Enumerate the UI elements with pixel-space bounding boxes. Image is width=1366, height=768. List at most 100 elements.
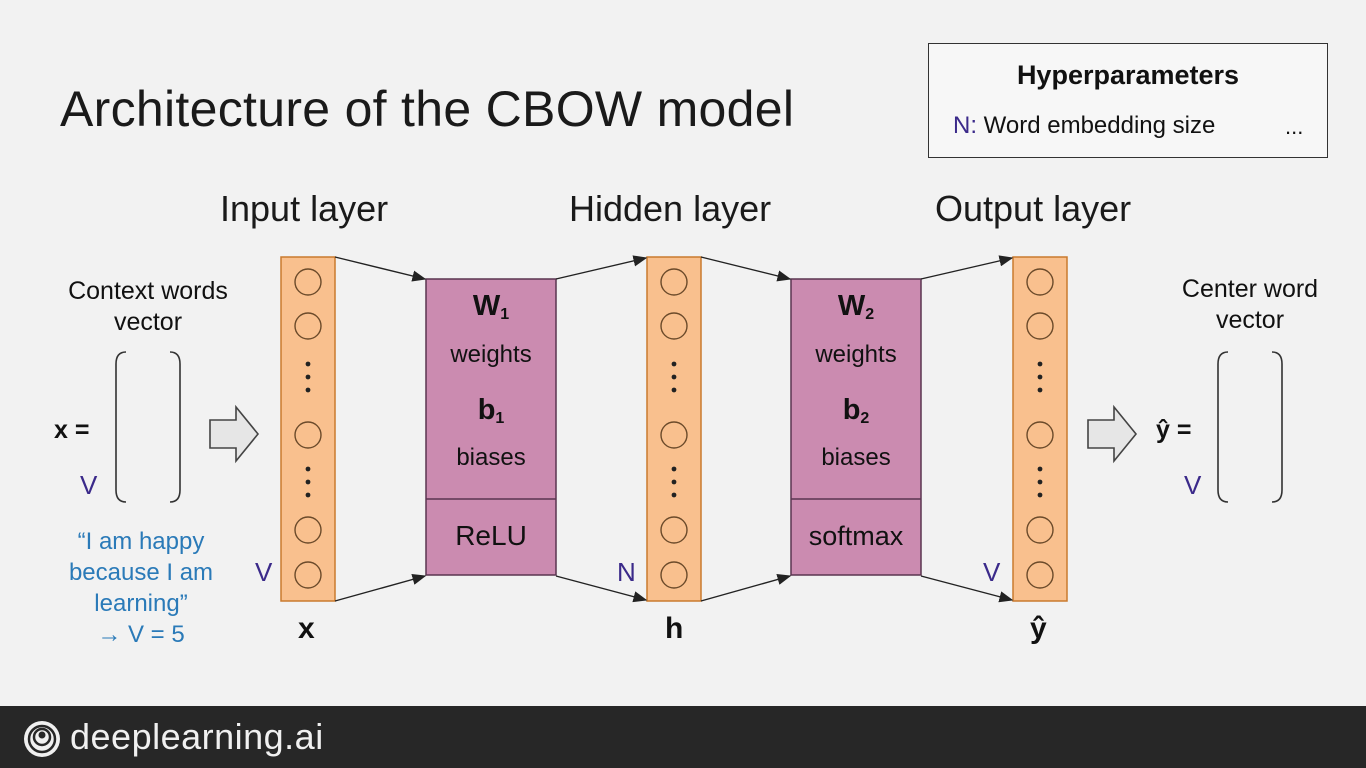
example-line-1: “I am happy bbox=[77, 528, 205, 555]
example-line-3: learning” bbox=[94, 590, 188, 617]
ellipsis-dot bbox=[671, 466, 677, 472]
input-vector-dimension: V bbox=[80, 470, 98, 500]
output-equation: ŷ = bbox=[1156, 416, 1192, 444]
output-layer-dimension: V bbox=[983, 557, 1001, 587]
slide-title: Architecture of the CBOW model bbox=[60, 81, 795, 137]
neuron-node bbox=[294, 421, 322, 449]
ellipsis-dot bbox=[671, 374, 677, 380]
ellipsis-dot bbox=[1037, 361, 1043, 367]
ellipsis-dot bbox=[671, 361, 677, 367]
context-words-label-line1: Context words bbox=[68, 277, 228, 305]
footer-bar: deeplearning.ai bbox=[0, 706, 1366, 768]
ellipsis-dot bbox=[1037, 466, 1043, 472]
hidden-layer-label: Hidden layer bbox=[569, 188, 772, 229]
biases-label-1: biases bbox=[456, 444, 526, 471]
neuron-node bbox=[1026, 561, 1054, 589]
arrow-block2-to-output-bottom bbox=[920, 575, 1014, 603]
bias-symbol-2: b bbox=[842, 394, 861, 426]
weights-block-2 bbox=[790, 278, 922, 576]
context-words-label-line2: vector bbox=[113, 308, 183, 336]
ellipsis-dot bbox=[305, 387, 311, 393]
ellipsis-dot bbox=[305, 361, 311, 367]
hyperparameters-title: Hyperparameters bbox=[1016, 60, 1240, 90]
deeplearning-logo-icon bbox=[24, 721, 60, 757]
hidden-vector-name: h bbox=[665, 612, 684, 645]
activation-softmax: softmax bbox=[808, 521, 904, 551]
neuron-node bbox=[1026, 421, 1054, 449]
bias-subscript-1: 1 bbox=[495, 410, 505, 428]
hyperparameter-ellipsis: ... bbox=[1285, 114, 1304, 139]
bias-symbol-1: b bbox=[477, 394, 496, 426]
ellipsis-dot bbox=[1037, 387, 1043, 393]
hyperparameter-description: Word embedding size bbox=[983, 112, 1216, 139]
weights-label-1: weights bbox=[450, 341, 532, 368]
input-layer-column bbox=[280, 256, 336, 602]
neuron-node bbox=[660, 312, 688, 340]
arrow-hidden-to-block2-bottom bbox=[700, 574, 792, 602]
neuron-node bbox=[660, 268, 688, 296]
ellipsis-dot bbox=[1037, 374, 1043, 380]
weight-subscript-2: 2 bbox=[865, 306, 875, 324]
bias-subscript-2: 2 bbox=[860, 410, 870, 428]
bias-vector-2: b2 bbox=[791, 394, 921, 428]
context-words-label: Context words vector bbox=[50, 276, 246, 338]
hidden-layer-column bbox=[646, 256, 702, 602]
neuron-node bbox=[1026, 268, 1054, 296]
input-layer-label: Input layer bbox=[220, 188, 389, 229]
example-sentence: “I am happy because I am learning” → V =… bbox=[58, 526, 224, 650]
neuron-node bbox=[660, 561, 688, 589]
weights-block-1 bbox=[425, 278, 557, 576]
ellipsis-dot bbox=[305, 466, 311, 472]
neuron-node bbox=[660, 516, 688, 544]
neuron-node bbox=[660, 421, 688, 449]
output-vector-dimension: V bbox=[1184, 470, 1202, 500]
neuron-node bbox=[294, 561, 322, 589]
ellipsis-dot bbox=[671, 479, 677, 485]
footer-brand-name: deeplearning.ai bbox=[70, 716, 324, 757]
output-layer-label: Output layer bbox=[935, 188, 1132, 229]
output-flow-arrow bbox=[1087, 404, 1138, 464]
biases-label-2: biases bbox=[821, 444, 891, 471]
arrow-input-to-block1-bottom bbox=[334, 573, 427, 602]
weight-matrix-2: W2 bbox=[791, 290, 921, 324]
cbow-diagram bbox=[115, 255, 1283, 603]
ellipsis-dot bbox=[1037, 479, 1043, 485]
weights-label-2: weights bbox=[815, 341, 897, 368]
ellipsis-dot bbox=[671, 387, 677, 393]
arrow-block1-to-hidden-top bbox=[555, 255, 648, 280]
activation-relu: ReLU bbox=[455, 520, 527, 551]
output-vector-bracket bbox=[1217, 351, 1283, 503]
neuron-node bbox=[294, 268, 322, 296]
bias-vector-1: b1 bbox=[426, 394, 556, 428]
example-line-2: because I am bbox=[68, 559, 214, 586]
input-equation: x = bbox=[54, 416, 90, 444]
ellipsis-dot bbox=[1037, 492, 1043, 498]
arrow-input-to-block1-top bbox=[334, 256, 427, 282]
hyperparameter-symbol: N: bbox=[953, 112, 977, 139]
weight-subscript-1: 1 bbox=[500, 306, 510, 324]
neuron-node bbox=[294, 516, 322, 544]
center-word-label: Center word vector bbox=[1160, 274, 1340, 336]
input-vector-bracket bbox=[115, 351, 181, 503]
ellipsis-dot bbox=[671, 492, 677, 498]
input-layer-dimension: V bbox=[255, 557, 273, 587]
hyperparameter-row: N: Word embedding size bbox=[953, 112, 1215, 140]
neuron-node bbox=[1026, 312, 1054, 340]
weight-symbol-1: W bbox=[472, 290, 501, 322]
center-word-label-line2: vector bbox=[1215, 306, 1285, 334]
center-word-label-line1: Center word bbox=[1181, 275, 1319, 303]
ellipsis-dot bbox=[305, 492, 311, 498]
neuron-node bbox=[294, 312, 322, 340]
weight-symbol-2: W bbox=[837, 290, 866, 322]
weight-matrix-1: W1 bbox=[426, 290, 556, 324]
input-vector-name: x bbox=[298, 612, 315, 645]
input-flow-arrow bbox=[209, 404, 260, 464]
arrow-hidden-to-block2-top bbox=[700, 256, 792, 282]
neuron-node bbox=[1026, 516, 1054, 544]
arrow-block1-to-hidden-bottom bbox=[555, 575, 648, 603]
ellipsis-dot bbox=[305, 374, 311, 380]
hidden-layer-dimension: N bbox=[617, 557, 636, 587]
output-layer-column bbox=[1012, 256, 1068, 602]
hyperparameters-box: Hyperparameters N: Word embedding size .… bbox=[928, 43, 1328, 158]
ellipsis-dot bbox=[305, 479, 311, 485]
